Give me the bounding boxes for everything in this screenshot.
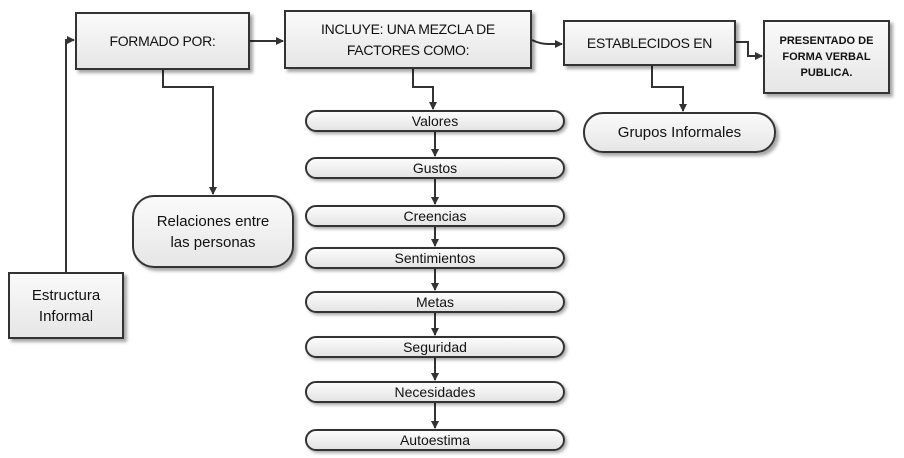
node-label: PRESENTADO DE [779, 35, 874, 47]
connector-incluye-establecidos [531, 39, 563, 48]
connector-estructura-formado [65, 36, 75, 272]
node-grupos-informales: Grupos Informales [583, 112, 776, 153]
node-label: INCLUYE: UNA MEZCLA DE [321, 20, 495, 37]
node-estructura-informal: Estructura Informal [8, 272, 124, 339]
factor-label: Sentimientos [394, 250, 476, 266]
connector-establecidos-grupos [651, 66, 687, 112]
factor-sentimientos: Sentimientos [305, 247, 565, 269]
factor-necesidades: Necesidades [305, 381, 565, 403]
factor-label: Seguridad [403, 339, 467, 355]
node-relaciones: Relaciones entre las personas [132, 195, 294, 268]
node-label: Informal [38, 307, 94, 325]
node-label: FACTORES COMO: [346, 41, 470, 58]
node-label: Grupos Informales [617, 124, 742, 141]
node-label: ESTABLECIDOS EN [586, 34, 713, 51]
node-label: PUBLICA. [800, 67, 853, 79]
node-incluye: INCLUYE: UNA MEZCLA DE FACTORES COMO: [284, 10, 532, 69]
factor-label: Necesidades [394, 384, 476, 400]
factor-label: Valores [411, 113, 459, 129]
factor-label: Gustos [412, 160, 458, 176]
factor-label: Metas [415, 294, 455, 310]
factor-label: Autoestima [399, 432, 471, 448]
factor-label: Creencias [403, 208, 467, 224]
connector-formado-relaciones [162, 70, 217, 195]
node-label: FORMADO POR: [109, 32, 216, 49]
factor-gustos: Gustos [305, 157, 565, 179]
factor-valores: Valores [305, 110, 565, 132]
connector-incluye-valores [412, 69, 437, 110]
factor-seguridad: Seguridad [305, 336, 565, 358]
node-label: las personas [170, 233, 256, 251]
factor-creencias: Creencias [305, 205, 565, 227]
node-formado-por: FORMADO POR: [75, 12, 250, 70]
node-establecidos: ESTABLECIDOS EN [563, 20, 736, 66]
factor-autoestima: Autoestima [305, 429, 565, 451]
node-label: Relaciones entre [156, 212, 270, 230]
node-presentado: PRESENTADO DE FORMA VERBAL PUBLICA. [763, 20, 890, 94]
connector-establecidos-presentado [736, 41, 763, 60]
factor-metas: Metas [305, 291, 565, 313]
node-label: FORMA VERBAL [782, 51, 871, 63]
node-label: Estructura [31, 286, 101, 304]
